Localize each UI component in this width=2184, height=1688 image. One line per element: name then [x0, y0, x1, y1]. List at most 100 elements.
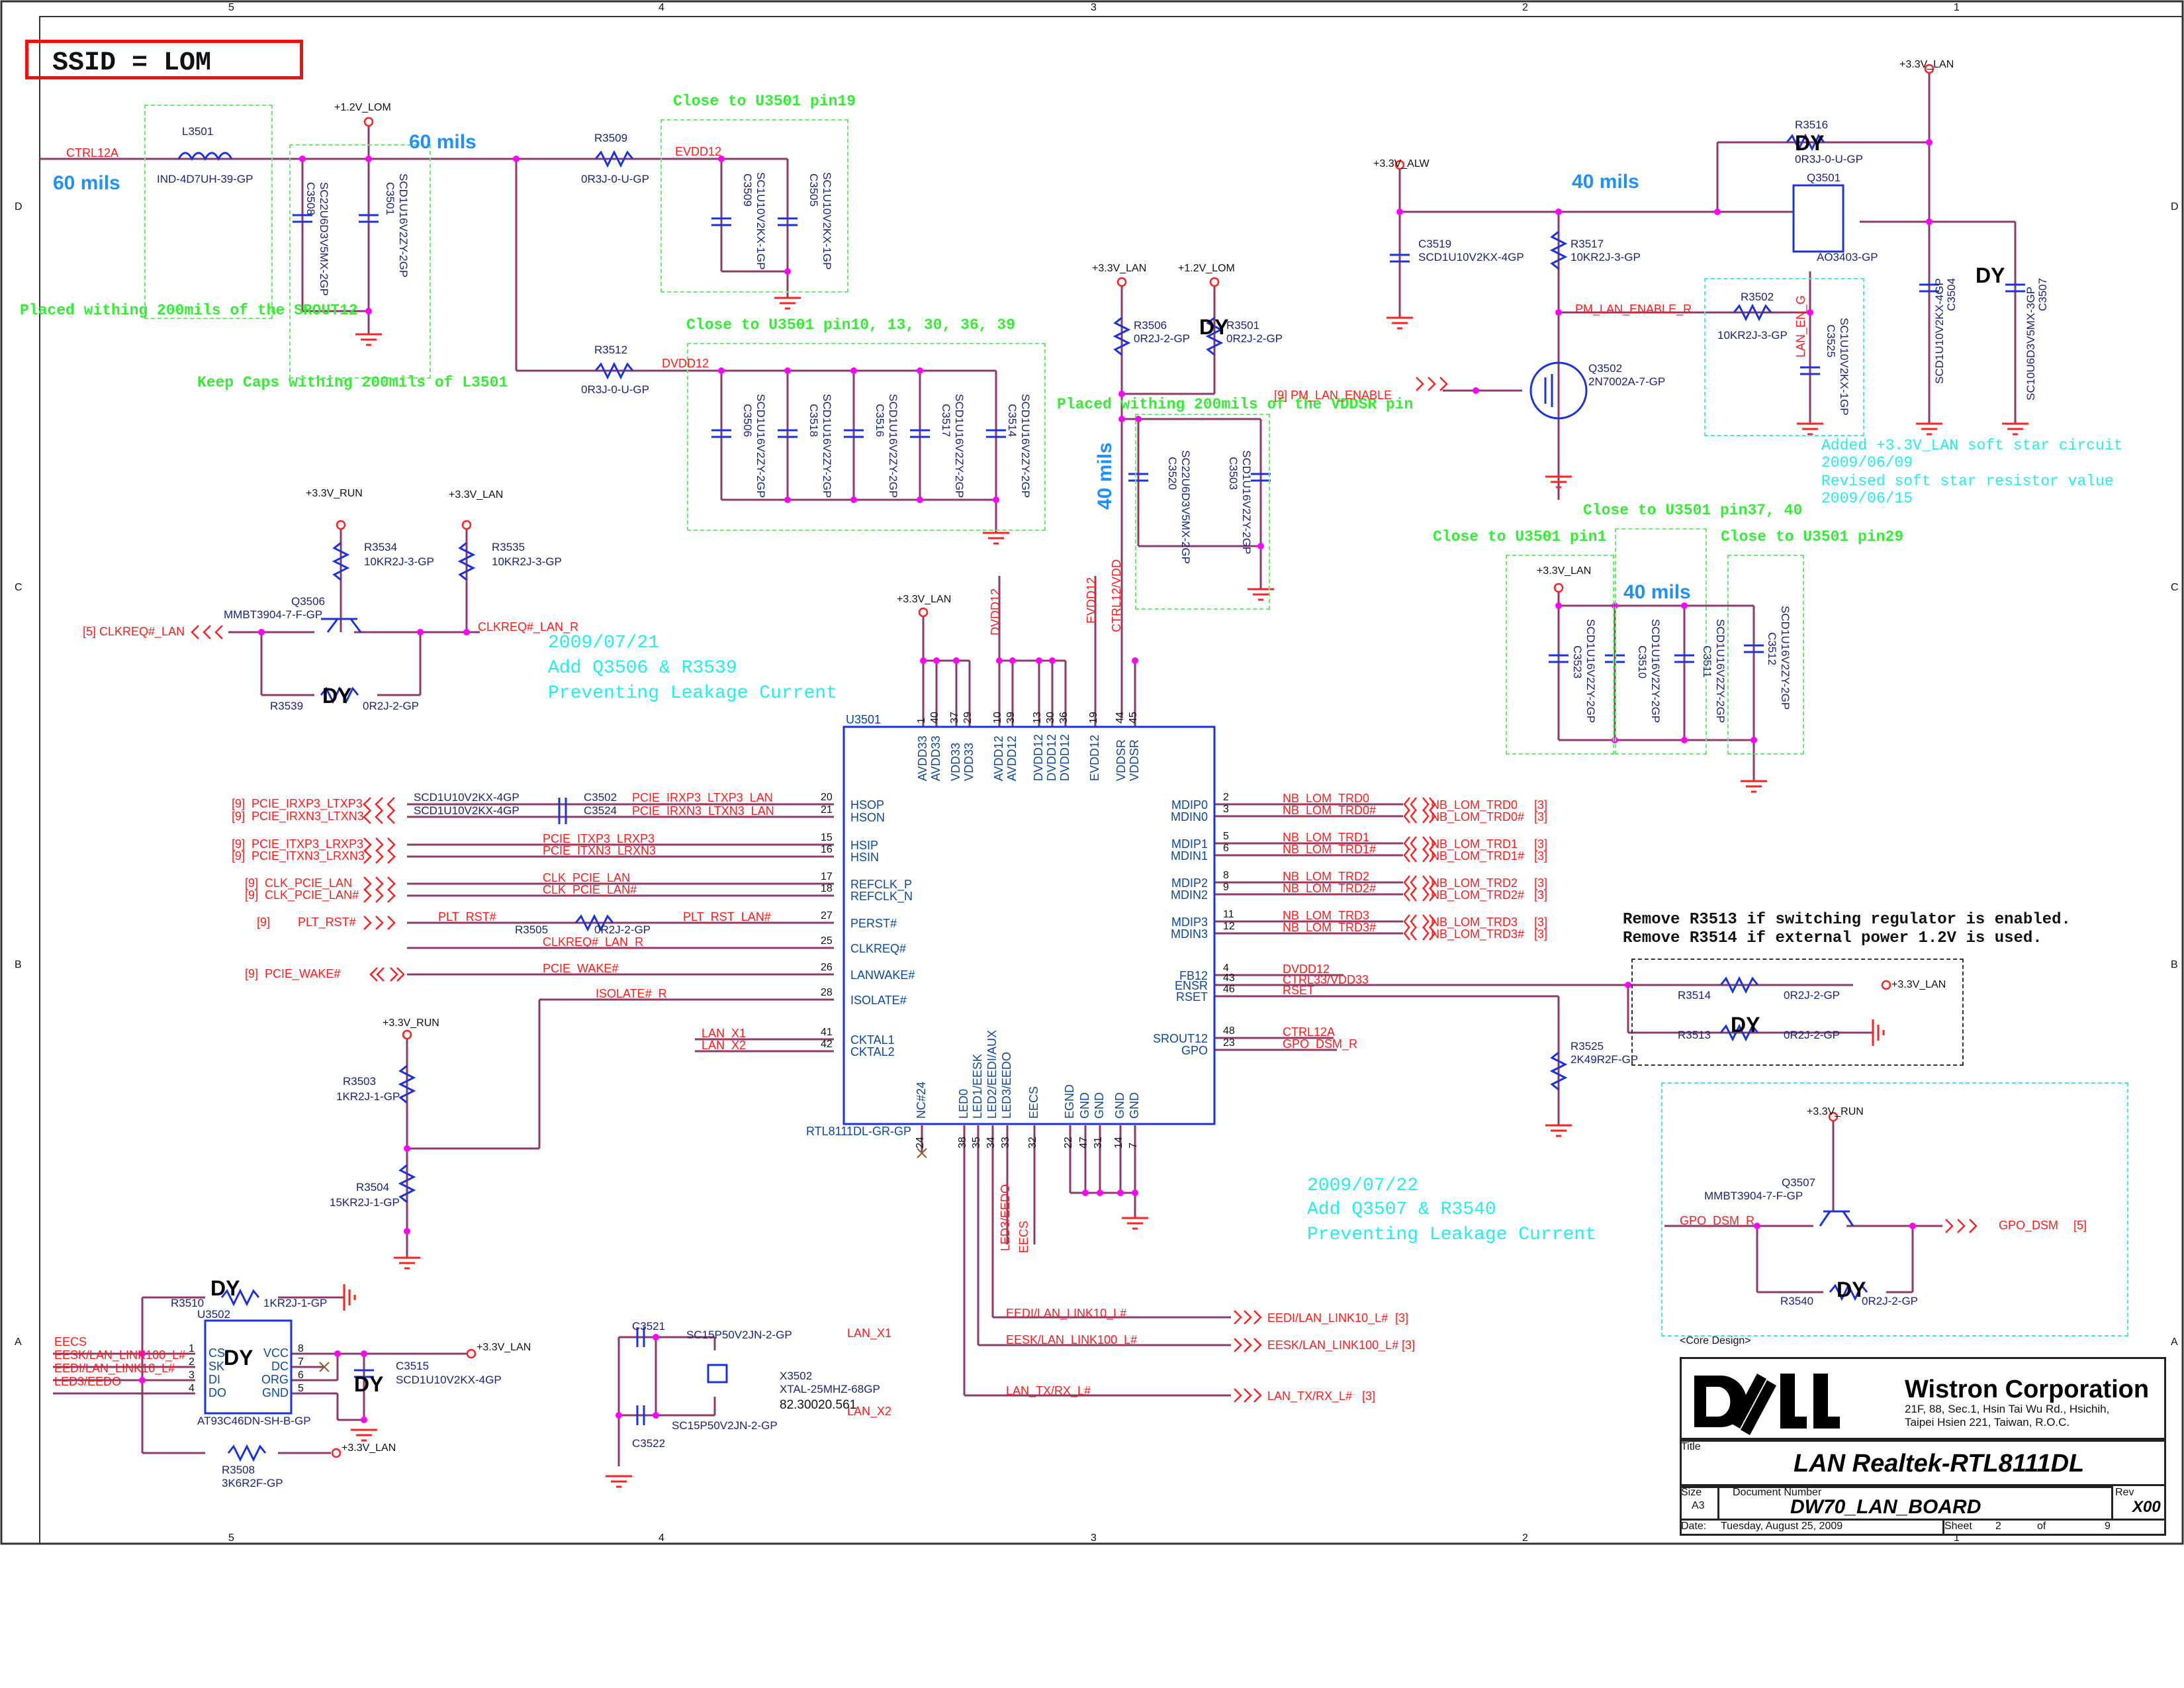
offpage-connector[interactable]: PCIE_IRXP3_LTXP3: [251, 797, 363, 810]
offpage-connector[interactable]: NB_LOM_TRD1: [1431, 837, 1518, 851]
chip-pin-number: 20: [821, 792, 833, 803]
net-label: LAN_TX/RX_L#: [1006, 1384, 1091, 1397]
offpage-connector[interactable]: NB_LOM_TRD3: [1431, 915, 1518, 929]
offpage-connector[interactable]: NB_LOM_TRD0#: [1431, 810, 1525, 823]
offpage-connector[interactable]: PCIE_IRXN3_LTXN3: [251, 810, 364, 823]
component-value: SCD1U16V2ZY-2GP: [1019, 394, 1032, 498]
offpage-connector[interactable]: PCIE_ITXN3_LRXN3: [251, 849, 365, 863]
net-label: NB_LOM_TRD2: [1283, 870, 1370, 883]
offpage-connector[interactable]: GPO_DSM: [1999, 1219, 2059, 1232]
chip-pin-name: MDIN2: [1170, 888, 1208, 902]
component-ref: R3508: [222, 1464, 255, 1476]
placement-box-pin29: [1727, 555, 1804, 755]
offpage-connector[interactable]: [9] PM_LAN_ENABLE: [1274, 389, 1392, 402]
revision-note: 2009/07/21: [548, 633, 660, 653]
power-rail-label: +3.3V_LAN: [341, 1442, 396, 1454]
col-label: 5: [228, 1532, 234, 1544]
chip-pin-name: ENSR: [1174, 979, 1208, 992]
col-label: 2: [1522, 1532, 1528, 1544]
offpage-connector[interactable]: [5] CLKREQ#_LAN: [83, 625, 185, 638]
component-value: SC22U6D3V5MX-2GP: [318, 182, 330, 296]
offpage-connector[interactable]: NB_LOM_TRD2: [1431, 876, 1518, 890]
component-ref: C3522: [632, 1437, 666, 1450]
chip-pin-number: 34: [985, 1137, 997, 1149]
net-label: NB_LOM_TRD1: [1283, 831, 1370, 844]
chip-pin-name: LED2/EEDI/AUX: [985, 1029, 999, 1119]
offpage-connector[interactable]: EEDI/LAN_LINK10_L#: [1267, 1311, 1388, 1325]
component-ref: C3520: [1166, 457, 1179, 491]
net-label: CLK_PCIE_LAN: [543, 871, 631, 884]
component-value: 3K6R2F-GP: [222, 1477, 283, 1489]
offpage-connector[interactable]: NB_LOM_TRD0: [1431, 798, 1518, 812]
offpage-connector[interactable]: PCIE_ITXP3_LRXP3: [251, 837, 364, 851]
chip-pin-number: 19: [1088, 712, 1099, 724]
offpage-connector[interactable]: PLT_RST#: [298, 915, 356, 929]
offpage-connector[interactable]: NB_LOM_TRD2#: [1431, 888, 1525, 902]
net-label: CTRL33/VDD33: [1283, 973, 1369, 986]
chip-pin-name: DC: [271, 1360, 289, 1373]
chip-pin-name: REFCLK_P: [850, 878, 913, 891]
offpage-connector[interactable]: PCIE_WAKE#: [265, 967, 341, 980]
chip-pin-number: 2: [1223, 792, 1229, 803]
chip-pin-number: 29: [962, 712, 974, 724]
component-ref: C3501: [384, 182, 396, 216]
power-rail-label: +3.3V_LAN: [1891, 979, 1946, 990]
component-value: 0R2J-2-GP: [1784, 989, 1841, 1002]
net-label: EECS: [54, 1335, 87, 1348]
placement-box-vddsr: [1135, 414, 1270, 610]
chip-pin-name: HSIP: [850, 839, 879, 852]
component-value: 0R2J-2-GP: [1226, 332, 1283, 345]
component-value: SCD1U16V2ZY-2GP: [1240, 450, 1253, 555]
offpage-connector[interactable]: EESK/LAN_LINK100_L#: [1267, 1338, 1399, 1352]
layout-note: Close to U3501 pin19: [673, 93, 856, 110]
chip-pin-name: VCC: [263, 1346, 289, 1360]
chip-pin-name: EVDD12: [1088, 734, 1101, 781]
component-value: 0R2J-2-GP: [594, 923, 651, 936]
chip-pin-name: AVDD33: [929, 735, 942, 781]
net-label: EVDD12: [1085, 577, 1098, 624]
chip-pin-number: 31: [1093, 1137, 1104, 1149]
revision-note: Add Q3506 & R3539: [548, 658, 737, 679]
offpage-connector[interactable]: NB_LOM_TRD3#: [1431, 927, 1525, 941]
offpage-sheet-ref: [3]: [1534, 915, 1548, 929]
offpage-sheet-ref: [9]: [257, 915, 271, 929]
offpage-connector[interactable]: NB_LOM_TRD1#: [1431, 849, 1525, 863]
chip-pin-number: 7: [1128, 1143, 1139, 1149]
component-ref: R3509: [594, 132, 628, 144]
chip-part: RTL8111DL-GR-GP: [806, 1125, 912, 1138]
net-label: NB_LOM_TRD1#: [1283, 843, 1377, 856]
net-label: NB_LOM_TRD0#: [1283, 804, 1377, 817]
col-label: 2: [1522, 2, 1528, 13]
net-label: GPO_DSM_R: [1680, 1214, 1755, 1227]
power-rail-label: +3.3V_LAN: [897, 594, 952, 605]
chip-pin-name: GPO: [1181, 1044, 1208, 1057]
trace-width-label: 40 mils: [1572, 171, 1639, 193]
chip-pin-number: 39: [1005, 712, 1017, 724]
net-label: PCIE_IRXN3_LTXN3_LAN: [632, 804, 774, 818]
component-ref: R3503: [343, 1075, 377, 1088]
company-address: 21F, 88, Sec.1, Hsin Tai Wu Rd., Hsichih…: [1905, 1403, 2110, 1415]
offpage-connector[interactable]: CLK_PCIE_LAN#: [265, 888, 359, 902]
component-ref: R3505: [515, 923, 549, 936]
chip-pin-number: 43: [1223, 972, 1235, 984]
chip-pin-name: VDDSR: [1128, 739, 1141, 781]
chip-pin-name: GND: [1093, 1092, 1106, 1119]
component-value: SC1U10V2KX-1GP: [754, 172, 767, 270]
net-label: ISOLATE#_R: [596, 987, 667, 1000]
component-value: SCD1U10V2KX-4GP: [414, 804, 520, 817]
date-label: Date:: [1681, 1521, 1707, 1532]
placement-box-evdd12: [660, 119, 848, 293]
size-value: A3: [1692, 1500, 1705, 1511]
chip-pin-number: 11: [1223, 909, 1234, 920]
trace-width-label: 40 mils: [1623, 581, 1691, 603]
offpage-connector[interactable]: LAN_TX/RX_L#: [1267, 1389, 1353, 1403]
offpage-connector[interactable]: CLK_PCIE_LAN: [265, 876, 353, 890]
revision-note: Added +3.3V_LAN soft star circuit: [1821, 437, 2123, 454]
chip-pin-name: HSIN: [850, 851, 880, 864]
chip-pin-name: VDDSR: [1115, 739, 1128, 781]
chip-pin-name: PERST#: [850, 917, 897, 930]
component-value: SC10U6D3V5MX-3GP: [2025, 287, 2037, 400]
chip-pin-number: 4: [189, 1383, 195, 1394]
component-ref: C3507: [2036, 277, 2049, 311]
